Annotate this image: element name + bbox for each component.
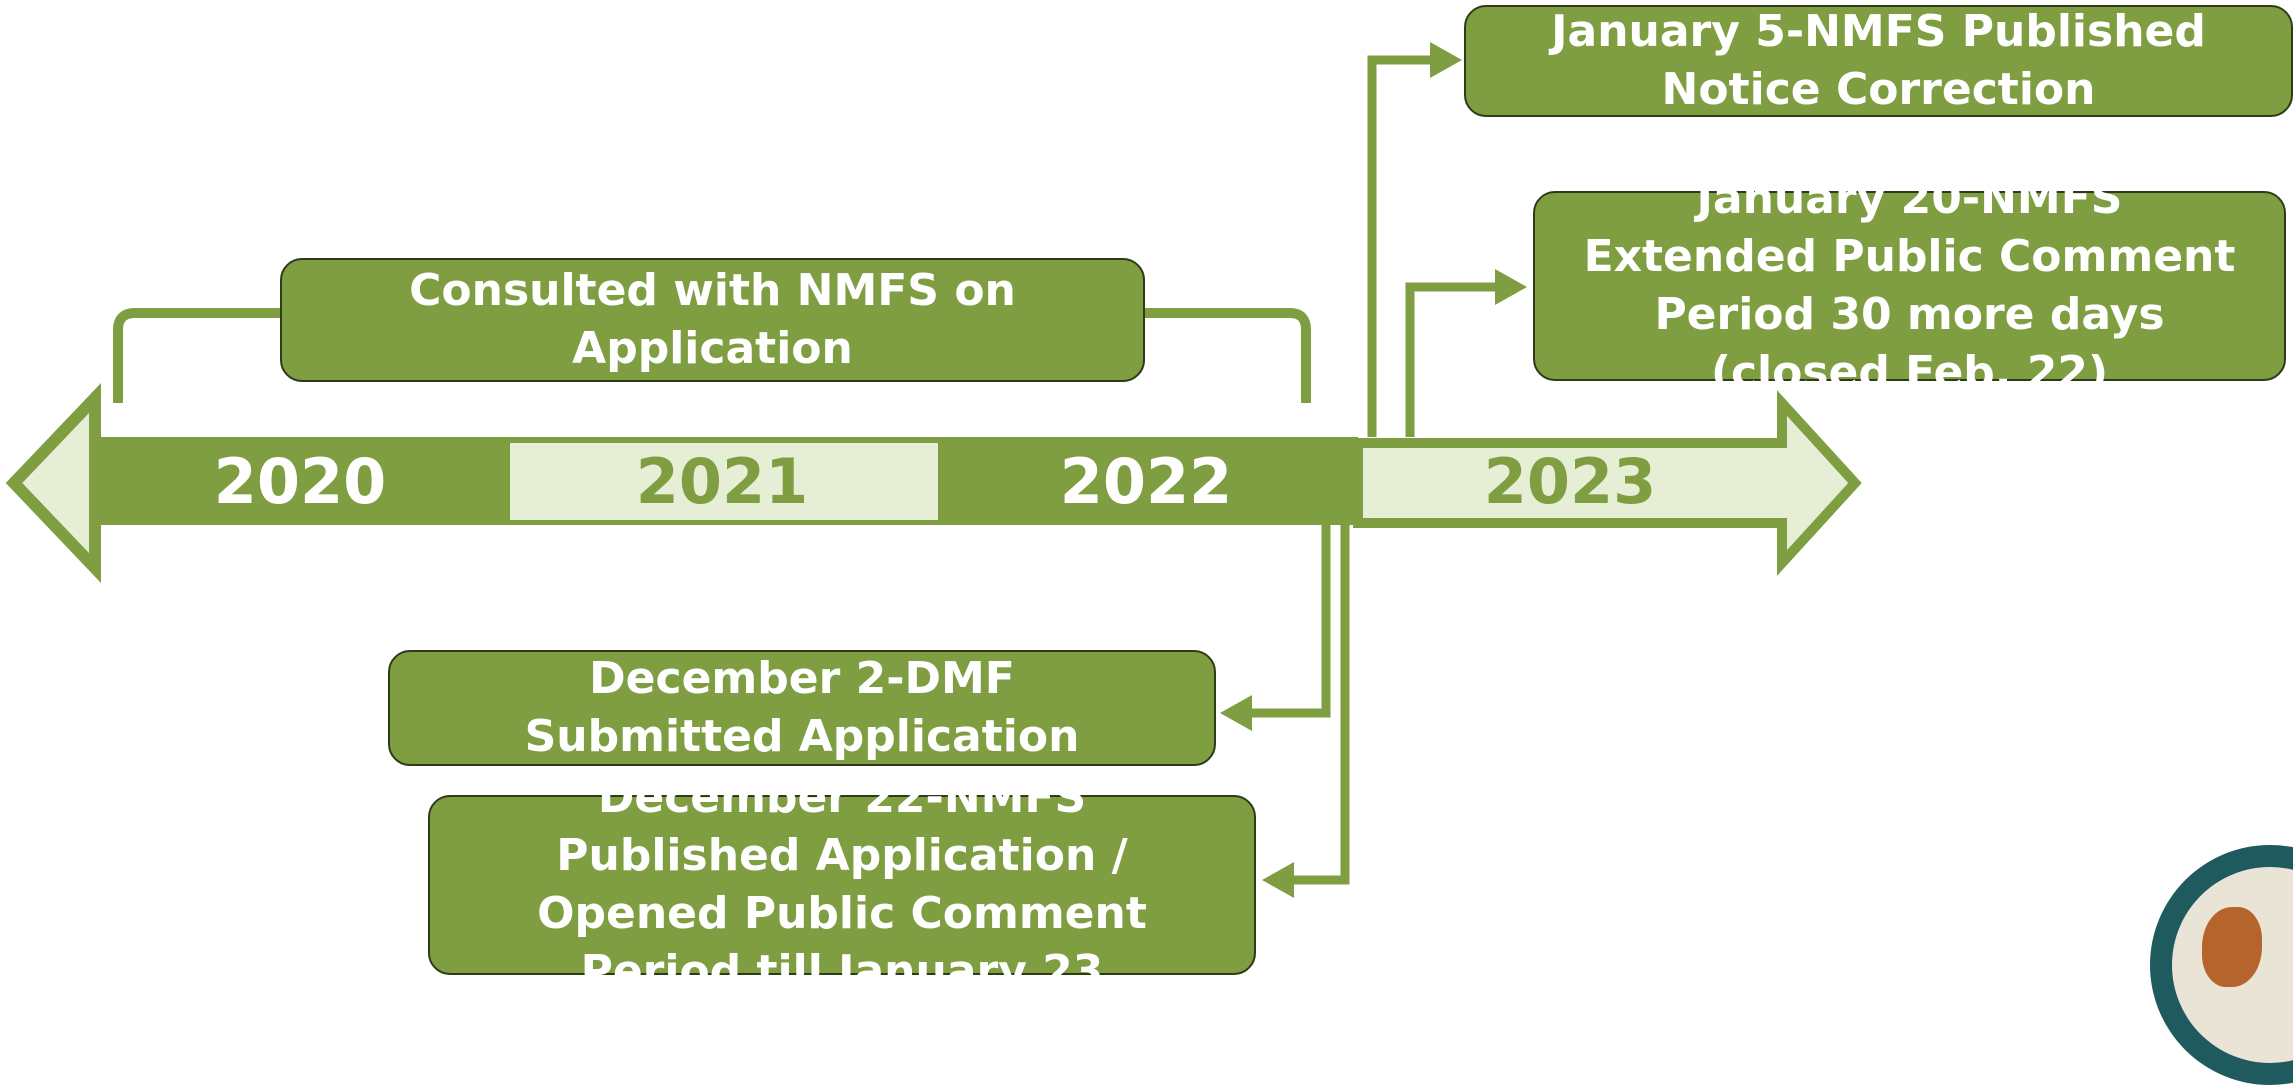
arrowhead-dec2: [1220, 695, 1252, 731]
event-jan5-box: January 5-NMFS Published Notice Correcti…: [1464, 5, 2293, 117]
event-dec2-text: December 2-DMF Submitted Application: [524, 653, 1080, 762]
timeline-left-arrowhead: [5, 383, 101, 583]
arrowhead-dec22: [1262, 862, 1294, 898]
event-jan20-box: January 20-NMFS Extended Public Comment …: [1533, 173, 2286, 398]
connector-jan5: [1367, 55, 1435, 437]
event-jan20-text: January 20-NMFS Extended Public Comment …: [1583, 173, 2236, 398]
timeline-bar-2021-segment: [510, 443, 938, 520]
connector-jan20: [1405, 282, 1500, 437]
bracket-consulted: [113, 308, 1311, 403]
timeline-graphics: [5, 42, 1862, 898]
event-dec22-text: December 22-NMFS Published Application /…: [537, 772, 1147, 997]
timeline-right-arrow: [1353, 390, 1862, 576]
connector-dec22: [1290, 525, 1350, 885]
event-dec2-box: December 2-DMF Submitted Application: [388, 650, 1216, 766]
connector-dec2: [1248, 525, 1331, 718]
year-2020-label: 2020: [213, 444, 387, 518]
year-2022-label: 2022: [1059, 444, 1233, 518]
year-2021-label: 2021: [635, 444, 809, 518]
year-2023-label: 2023: [1483, 444, 1657, 518]
arrowhead-jan20: [1495, 269, 1527, 305]
fish-icon: [2202, 907, 2262, 987]
event-dec22-box: December 22-NMFS Published Application /…: [428, 772, 1256, 997]
event-consulted-box: Consulted with NMFS on Application: [280, 258, 1145, 382]
seal-inner: [2172, 867, 2293, 1063]
event-consulted-text: Consulted with NMFS on Application: [409, 265, 1016, 374]
event-jan5-text: January 5-NMFS Published Notice Correcti…: [1551, 6, 2206, 115]
arrowhead-jan5: [1430, 42, 1462, 78]
